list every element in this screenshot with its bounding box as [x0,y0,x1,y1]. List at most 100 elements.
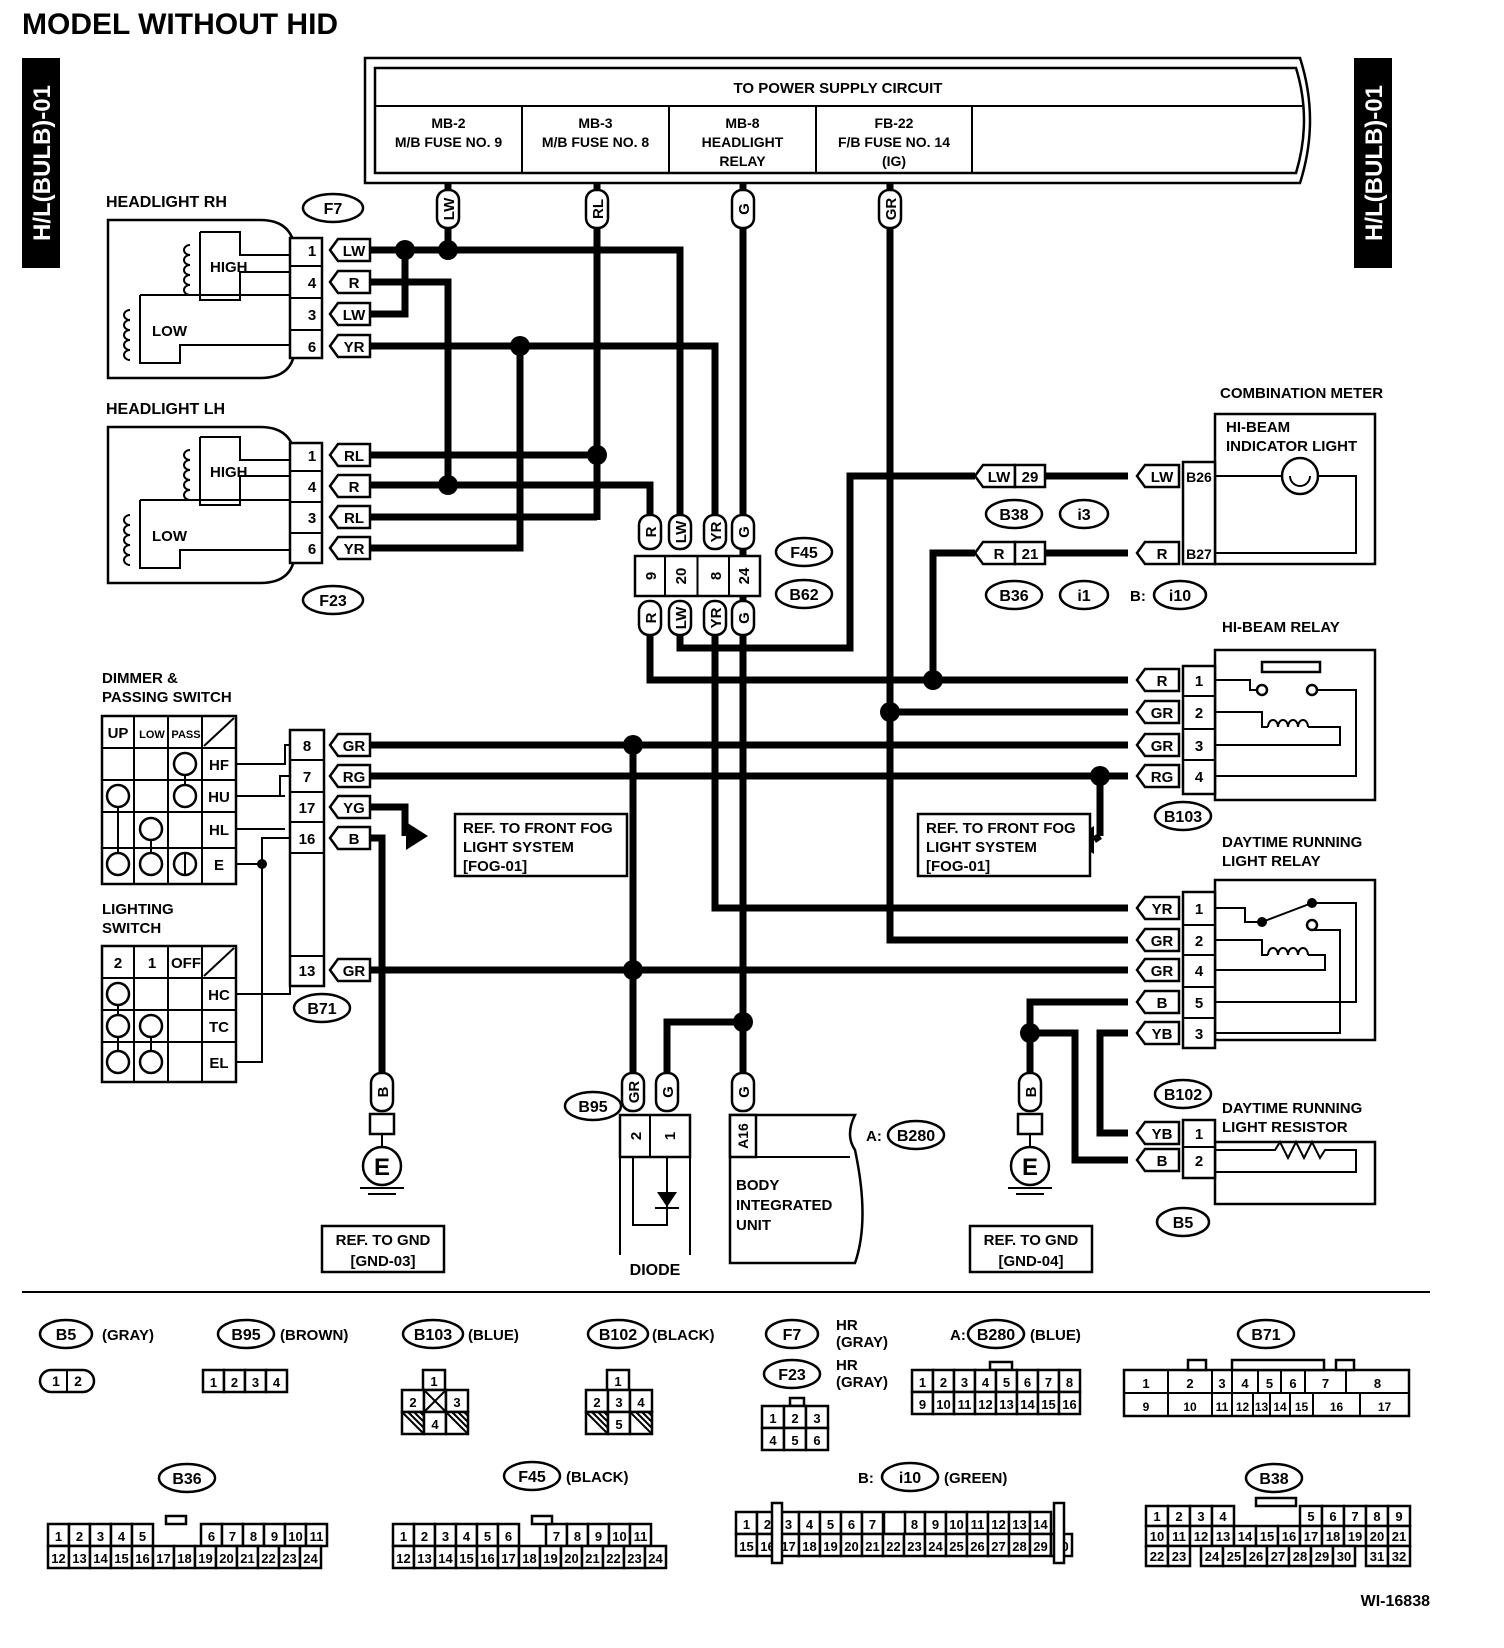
legend-b38-r3-pin: 31 [1370,1549,1384,1564]
legend-b36-r2-pin: 18 [177,1551,191,1566]
headlight-lh-pin: 1 [308,448,316,465]
drl-relay-coil [1267,947,1309,956]
legend-b38-r1-pin: 9 [1395,1509,1402,1524]
lighting-col-header: 2 [114,955,122,972]
legend-b103-pin: 3 [453,1395,460,1410]
connector-b95-label-outline [563,1090,623,1122]
splice-dot [438,475,458,495]
legend-b280-r2-pin: 11 [958,1397,972,1412]
fog-ref-right-box [916,812,1092,878]
legend-f7-color-1: HR [836,1317,858,1334]
headlight-lh-pin: 4 [308,479,317,496]
legend-b103-cross [423,1389,447,1413]
headlight-lh-wire-tag-outline [328,504,372,530]
joint-wire-tag-top: YR [708,521,725,542]
hibeam-relay-title: HI-BEAM RELAY [1222,619,1340,636]
connector-b36-label-outline [984,579,1044,611]
hibeam-relay-pin: 4 [1195,769,1204,786]
biu-label-3: UNIT [736,1217,771,1234]
hibeam-relay-terminal-b [1305,683,1319,697]
gnd-right-ref-l2: [GND-04] [998,1253,1063,1270]
hibeam-relay-wire-tag-outline [1135,763,1181,789]
gnd-left-ref-l1: REF. TO GND [336,1232,431,1249]
legend-i10-key [770,1501,784,1565]
fuse-label: MB-2 [431,115,465,131]
legend-b95-pin: 4 [273,1375,281,1390]
splice-dot [438,240,458,260]
wire-b-ground-left [370,834,386,1090]
ground-right-terminal [1016,1112,1044,1136]
legend-f45-r1-pin: 6 [505,1529,512,1544]
hatch-line [451,1411,469,1429]
biu-prefix: A: [866,1128,882,1145]
connector-b71-label: B71 [307,1001,336,1018]
b71-wire-tag: B [349,831,360,848]
b71-pin: 16 [299,831,316,848]
connector-i10-prefix: B: [1130,588,1146,605]
hibeam-relay-pin: 2 [1195,705,1203,722]
legend-b71-key [1186,1358,1208,1372]
drl-relay-title-1: DAYTIME RUNNING [1222,834,1362,851]
legend-b38-r1-pin: 8 [1373,1509,1380,1524]
dimmer-row-label: HF [209,757,229,774]
legend-f23-row1-pin: 4 [769,1433,777,1448]
joint-wire-tag-top-outline [667,513,693,551]
connector-i1-label-outline [1058,579,1110,611]
legend-i10-name-outline [880,1461,940,1493]
legend-b280-r2-cell [1057,1390,1082,1416]
headlight-lh-pin: 3 [308,510,316,527]
headlight-rh-high-filament [199,231,290,301]
switch-contact [138,1013,164,1039]
legend-i10-r1-pin: 5 [827,1517,834,1532]
headlight-lh-wire-tag: RL [344,510,364,527]
dimmer-col-header: UP [108,725,129,742]
legend-i10-r2-pin: 29 [1033,1539,1047,1554]
legend-b36-r1-pin: 5 [139,1529,146,1544]
connector-i10-label-outline [1152,579,1208,611]
legend-b95-pin: 3 [252,1375,259,1390]
biu-wire-g-outline [730,1071,756,1113]
headlight-lh-low-coil [123,514,131,566]
lighting-row-label: HC [208,987,230,1004]
legend-b36-r2-pin: 20 [219,1551,233,1566]
connector-i3-label-outline [1058,498,1110,530]
legend-b38-name-outline [1244,1462,1304,1494]
combination-meter-title: COMBINATION METER [1220,385,1383,402]
legend-b38-r3-pin: 23 [1172,1549,1186,1564]
switch-contact [138,851,164,877]
legend-f45-r2-pin: 20 [564,1551,578,1566]
legend-b36-r1-pin: 9 [271,1529,278,1544]
fuse-label: M/B FUSE NO. 8 [542,134,650,150]
fuse-label: RELAY [719,153,766,169]
ground-right-symbol-circle [1009,1145,1051,1187]
splice-dot [1090,766,1110,786]
legend-f45-key [530,1514,554,1526]
wire-drl-yb3 [1096,1029,1128,1137]
legend-i10-r2-pin: 15 [739,1539,753,1554]
meter-pin-29: 29 [1022,469,1039,486]
connector-b102-label: B102 [1164,1087,1202,1104]
legend-b95-color: (BROWN) [280,1327,348,1344]
legend-b36-r1-pin: 8 [250,1529,257,1544]
legend-f45-r2-pin: 15 [459,1551,473,1566]
legend-i10-r1-pin: 2 [764,1517,771,1532]
legend-f23-row1-pin: 6 [813,1433,820,1448]
joint-pin: 24 [736,567,753,584]
meter-wire-tag-r2-outline [1135,540,1181,566]
headlight-rh-wire-tag-outline [328,269,372,295]
joint-wire-tag-bottom-outline [730,599,756,637]
legend-i10-r1-pin: 8 [911,1517,918,1532]
legend-i10-r1-pin: 14 [1033,1517,1048,1532]
legend-b38-r2-pin: 10 [1150,1529,1164,1544]
gnd-right-ref-l1: REF. TO GND [984,1232,1079,1249]
switch-contact [105,1013,131,1039]
legend-b5-name: B5 [56,1327,77,1344]
legend-b102-pin: 1 [614,1374,621,1389]
drl-resistor-title-2: LIGHT RESISTOR [1222,1119,1348,1136]
ground-left-terminal [368,1112,396,1136]
headlight-rh-wire-tag: LW [343,307,366,324]
legend-b71-pin: 1 [1142,1376,1149,1391]
legend-b38-r3-cell [1331,1544,1357,1568]
meter-pin-21: 21 [1022,546,1039,563]
legend-b36-r2-pin: 21 [240,1551,254,1566]
